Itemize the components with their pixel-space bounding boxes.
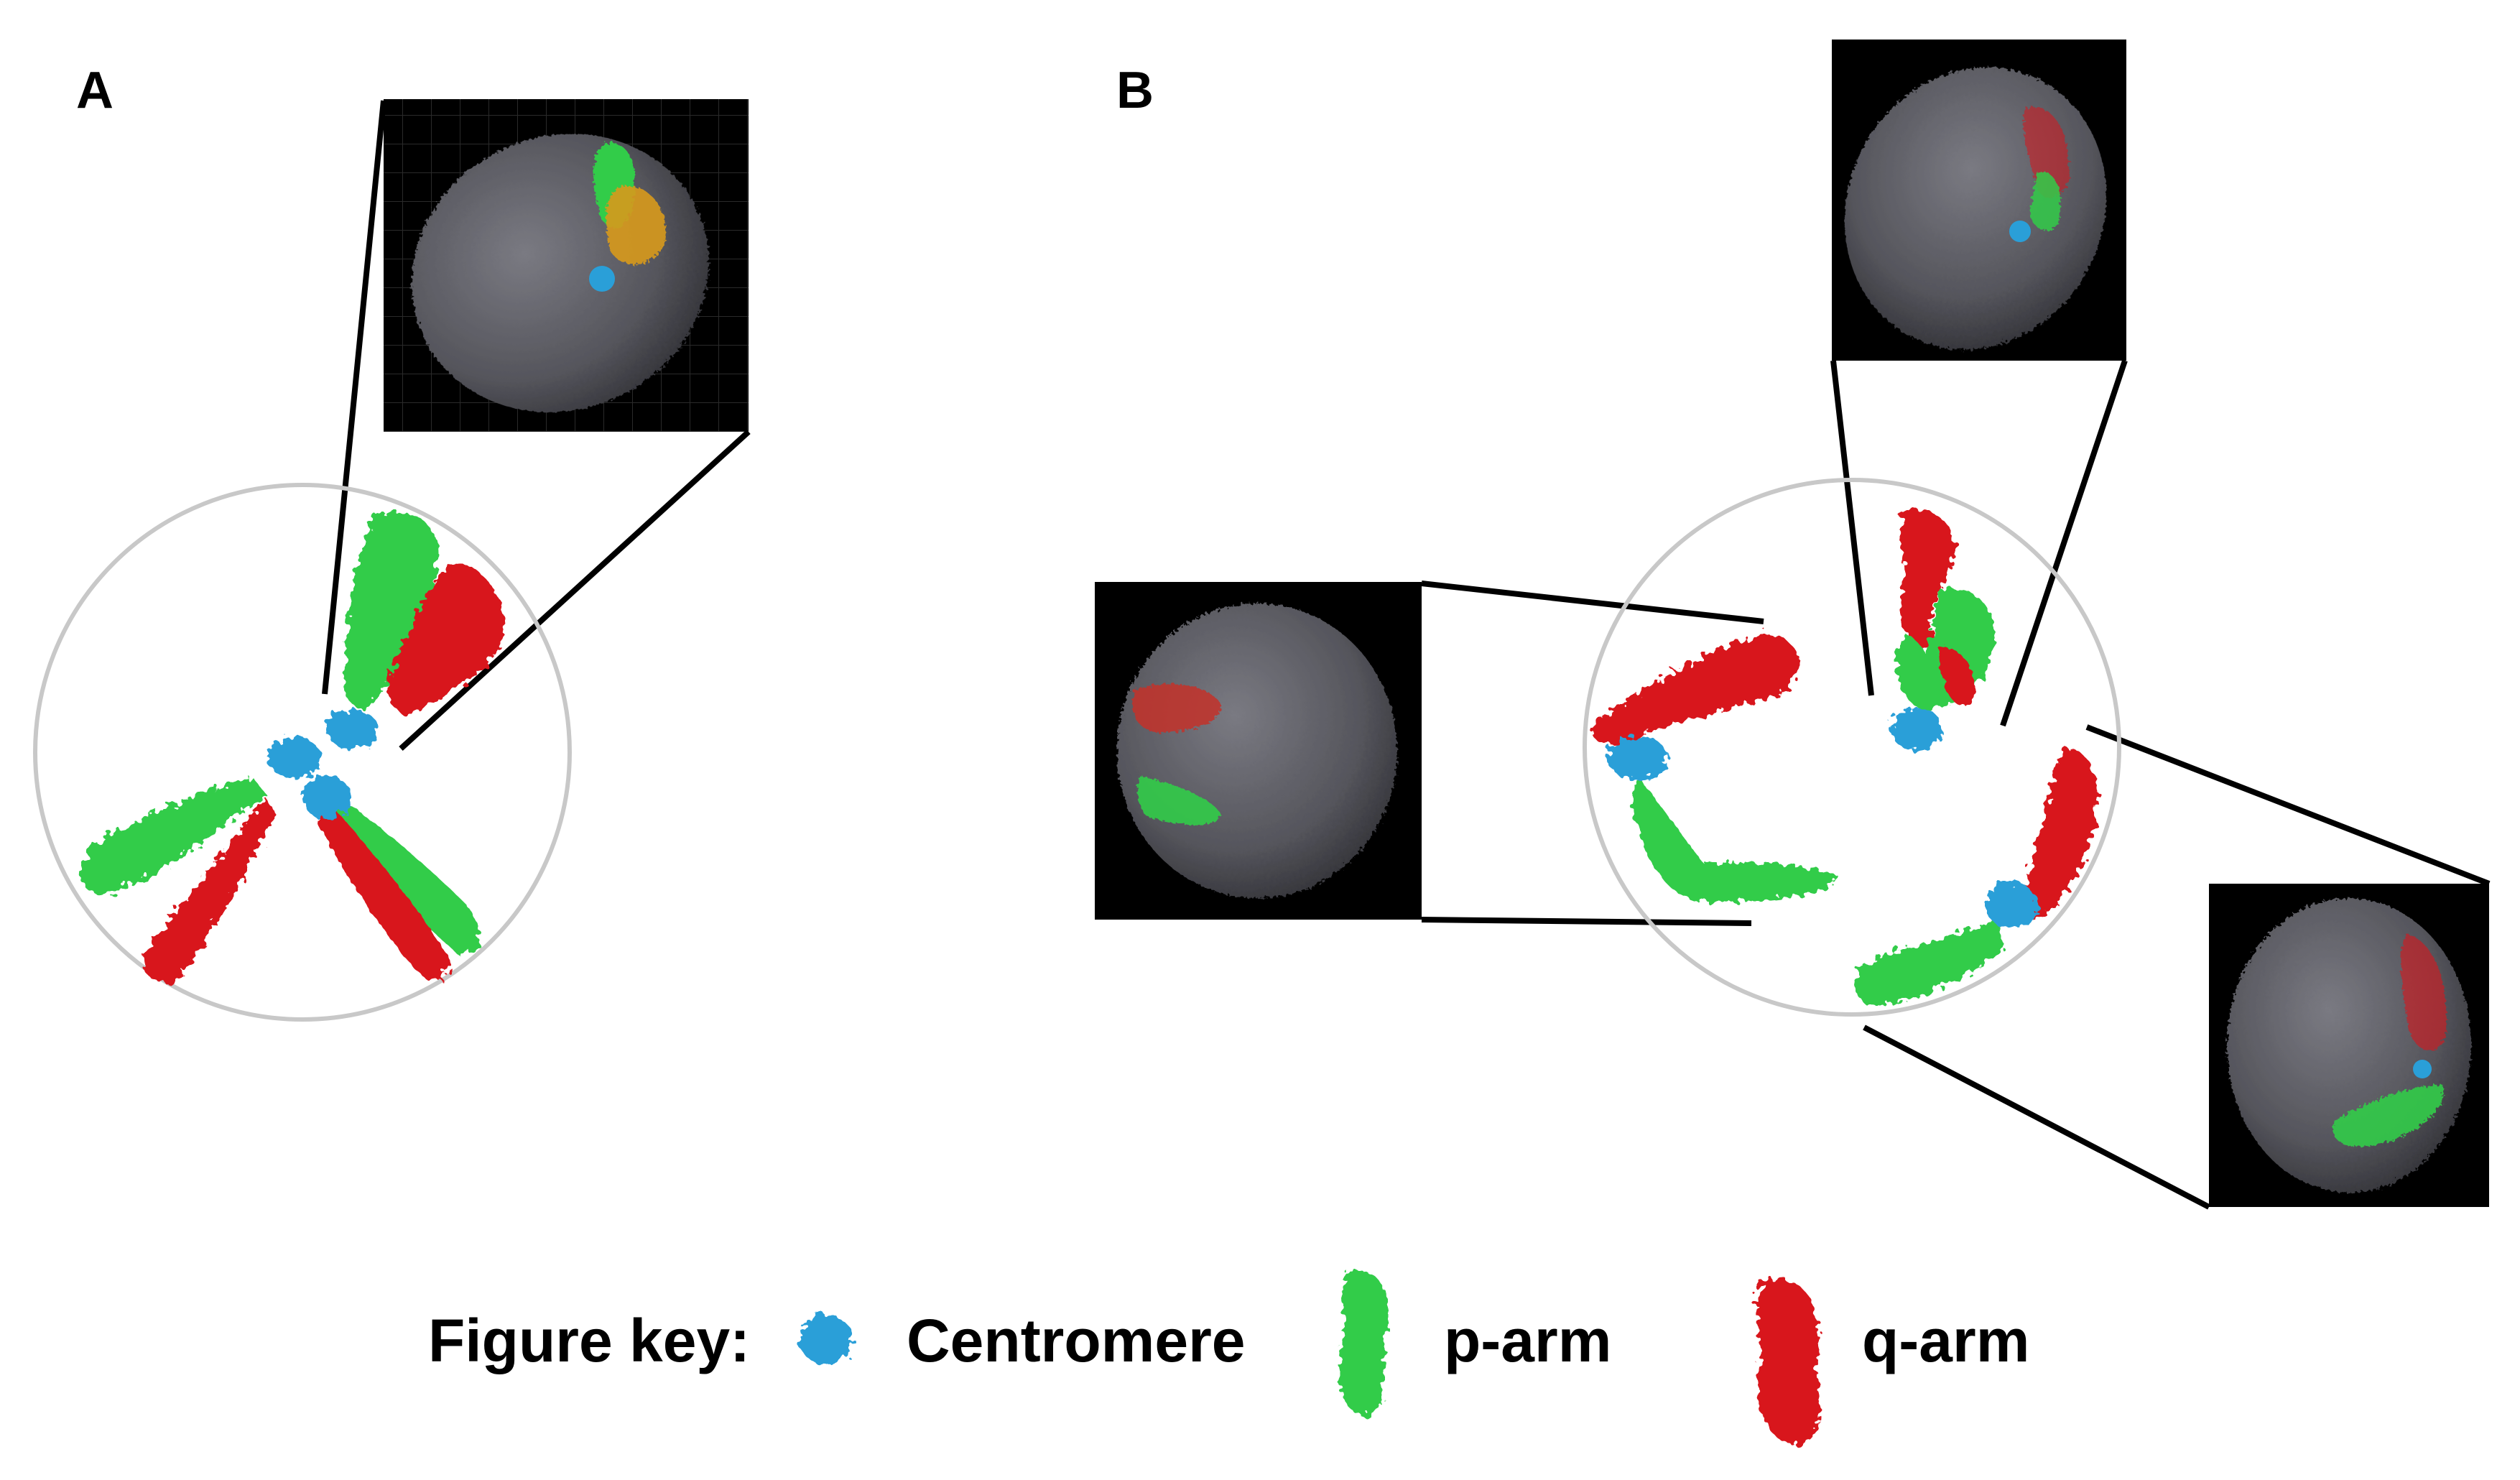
p-arm-key-label: p-arm <box>1444 1307 1611 1374</box>
nucleus-outline-a <box>33 483 572 1022</box>
centromere-key-label: Centromere <box>907 1307 1245 1374</box>
zoom-line-b-left-top <box>1421 581 1764 624</box>
centromere-key-swatch <box>799 1315 853 1364</box>
zoom-line-b-top-right <box>2000 359 2128 727</box>
inset-b-top-nucleus-render <box>1832 40 2126 361</box>
figure-key-title: Figure key: <box>428 1307 750 1374</box>
figure-key: Figure key: Centromere p-arm q-arm <box>428 1270 2029 1445</box>
zoom-line-a-left <box>322 100 386 695</box>
panel-b-label: B <box>1116 62 1154 119</box>
inset-a-nucleus-render <box>384 99 749 432</box>
q-arm-key-label: q-arm <box>1862 1307 2029 1374</box>
zoom-line-a-right <box>399 430 751 751</box>
p-arm-key-swatch <box>1339 1270 1389 1415</box>
nucleus-outline-b <box>1583 478 2121 1017</box>
panel-a <box>33 99 751 1022</box>
zoom-line-b-right-top <box>2085 724 2491 887</box>
chromosomes-a <box>80 512 504 983</box>
q-arm-key-swatch <box>1756 1277 1820 1445</box>
zoom-line-b-top-left <box>1830 360 1874 696</box>
chromosomes-b <box>1592 509 2098 1006</box>
inset-b-right-nucleus-render <box>2209 884 2489 1207</box>
zoom-line-b-left-bottom <box>1421 917 1752 926</box>
inset-b-left-nucleus-render <box>1095 582 1422 920</box>
panel-b <box>1095 40 2491 1210</box>
zoom-line-b-right-bottom <box>1863 1025 2210 1210</box>
panel-a-label: A <box>76 62 114 119</box>
